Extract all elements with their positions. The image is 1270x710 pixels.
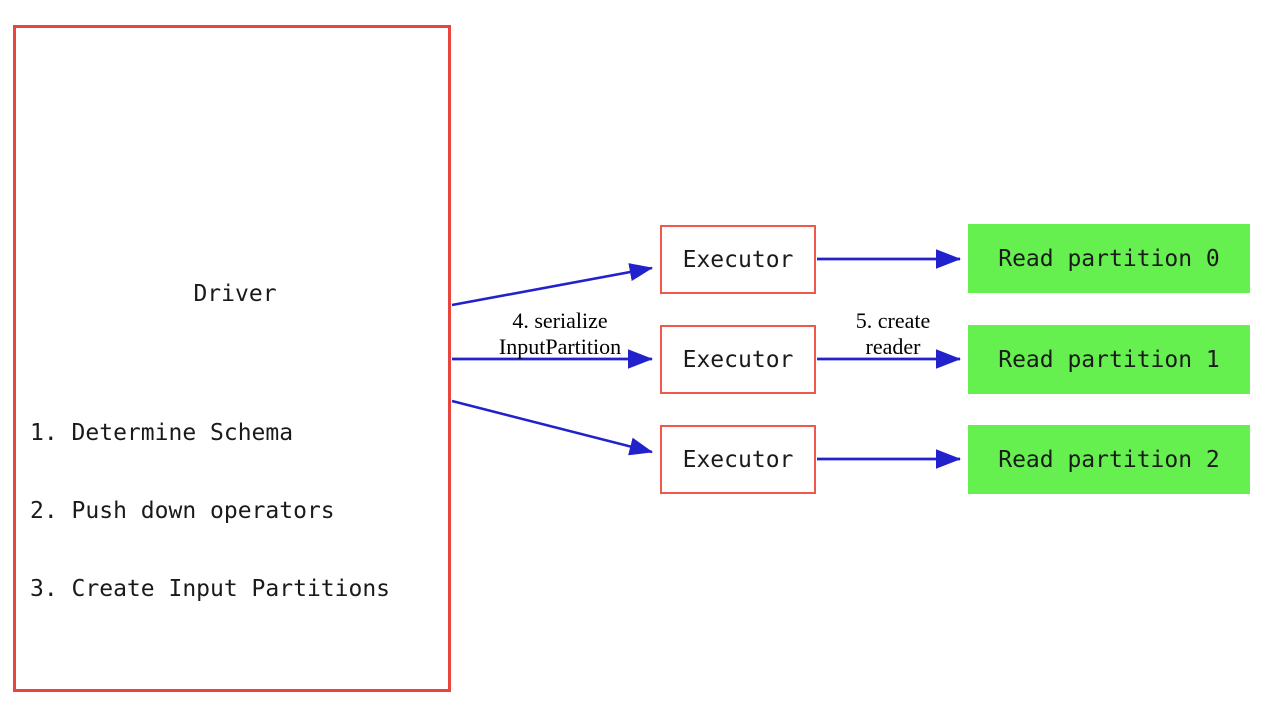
partition-box-2: Read partition 2 — [968, 425, 1250, 494]
edge-label-create-reader-line-2: reader — [865, 334, 921, 359]
edge-label-serialize-line-1: 4. serialize — [512, 308, 608, 333]
executor-box-1: Executor — [660, 325, 816, 394]
driver-steps-list: 1. Determine Schema 2. Push down operato… — [30, 368, 390, 654]
edge-label-serialize: 4. serialize InputPartition — [460, 308, 660, 360]
partition-box-0: Read partition 0 — [968, 224, 1250, 293]
driver-step-1: 1. Determine Schema — [30, 420, 294, 446]
partition-box-1: Read partition 1 — [968, 325, 1250, 394]
executor-label-2: Executor — [682, 446, 794, 473]
executor-box-2: Executor — [660, 425, 816, 494]
executor-box-0: Executor — [660, 225, 816, 294]
arrow-driver-to-executor-0 — [451, 263, 654, 307]
executor-label-1: Executor — [682, 346, 794, 373]
executor-label-0: Executor — [682, 246, 794, 273]
driver-step-3: 3. Create Input Partitions — [30, 576, 391, 602]
edge-label-serialize-line-2: InputPartition — [498, 334, 622, 359]
driver-box: Driver 1. Determine Schema 2. Push down … — [13, 25, 451, 692]
arrow-driver-to-executor-2 — [451, 399, 654, 456]
partition-label-1: Read partition 1 — [998, 346, 1220, 373]
partition-label-0: Read partition 0 — [998, 245, 1220, 272]
partition-label-2: Read partition 2 — [998, 446, 1220, 473]
edge-label-create-reader-line-1: 5. create — [855, 308, 931, 333]
driver-step-2: 2. Push down operators — [30, 498, 335, 524]
edge-label-create-reader: 5. create reader — [823, 308, 963, 360]
driver-title: Driver — [193, 281, 277, 307]
